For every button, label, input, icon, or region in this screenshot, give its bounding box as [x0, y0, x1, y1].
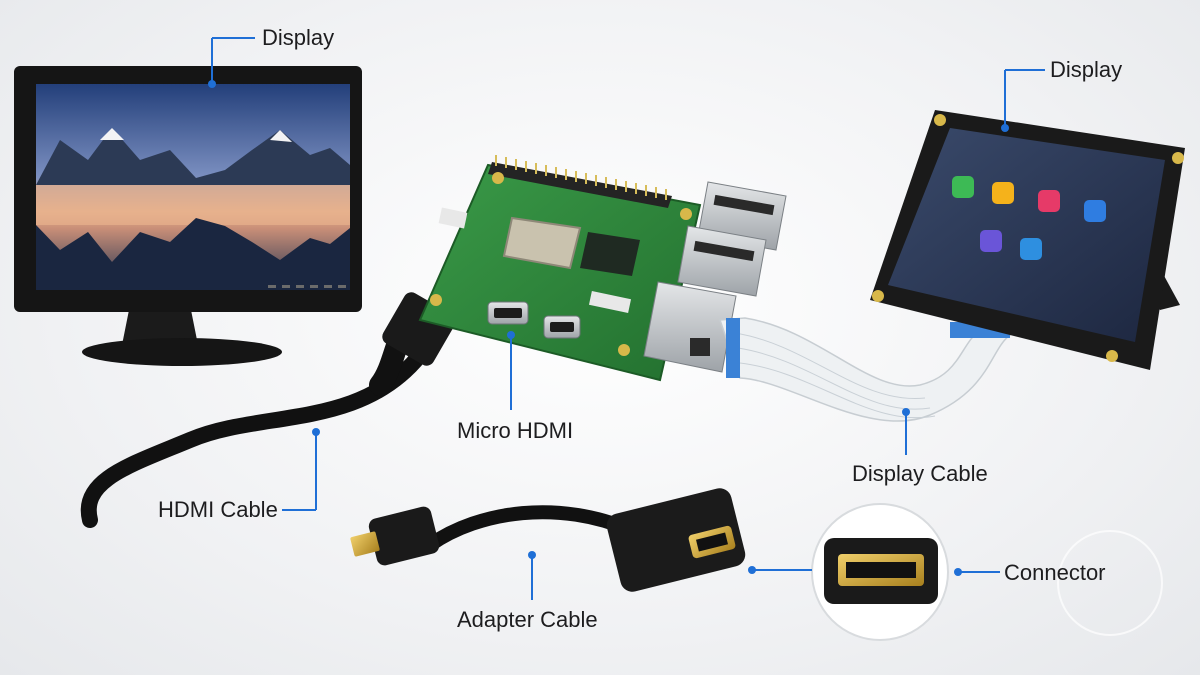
mountain-range	[36, 128, 350, 185]
adapter-cable	[350, 488, 746, 592]
monitor-buttons[interactable]	[268, 285, 346, 288]
micro-hdmi-plug-tip	[350, 531, 380, 557]
soc-chip	[502, 216, 582, 270]
ribbon-connector-left	[726, 318, 740, 378]
label-hdmi-cable: HDMI Cable	[158, 497, 278, 522]
monitor-stand-base	[82, 338, 282, 366]
watermark-circle	[1057, 530, 1163, 636]
label-adapter-cable: Adapter Cable	[457, 607, 598, 632]
micro-hdmi-plug	[368, 506, 440, 566]
hdmi-female-end	[606, 488, 746, 592]
lake-reflection	[36, 185, 350, 225]
globe-icon[interactable]	[1020, 238, 1042, 260]
display-connector	[588, 290, 632, 314]
camera-connector	[438, 207, 468, 229]
connector-closeup	[811, 503, 1163, 641]
label-display-right: Display	[1050, 57, 1123, 82]
settings-icon[interactable]	[980, 230, 1002, 252]
label-micro-hdmi: Micro HDMI	[457, 418, 574, 443]
ethernet-port[interactable]	[643, 281, 737, 373]
gpio-header	[488, 162, 672, 208]
usb-ports[interactable]	[677, 181, 787, 297]
label-display-cable: Display Cable	[852, 461, 988, 486]
chat-icon[interactable]	[952, 176, 974, 198]
ram-chip	[580, 232, 640, 276]
music-icon[interactable]	[1038, 190, 1060, 212]
right-touch-display	[870, 110, 1185, 370]
label-connector: Connector	[1004, 560, 1106, 585]
label-display-left: Display	[262, 25, 335, 50]
raspberry-pi-board	[418, 155, 787, 382]
display-ribbon-cable	[718, 317, 1012, 422]
contacts-icon[interactable]	[1084, 200, 1106, 222]
callout-lines	[208, 37, 1045, 600]
left-monitor	[14, 66, 362, 366]
monitor-stand-neck	[122, 305, 198, 345]
mail-icon[interactable]	[992, 182, 1014, 204]
